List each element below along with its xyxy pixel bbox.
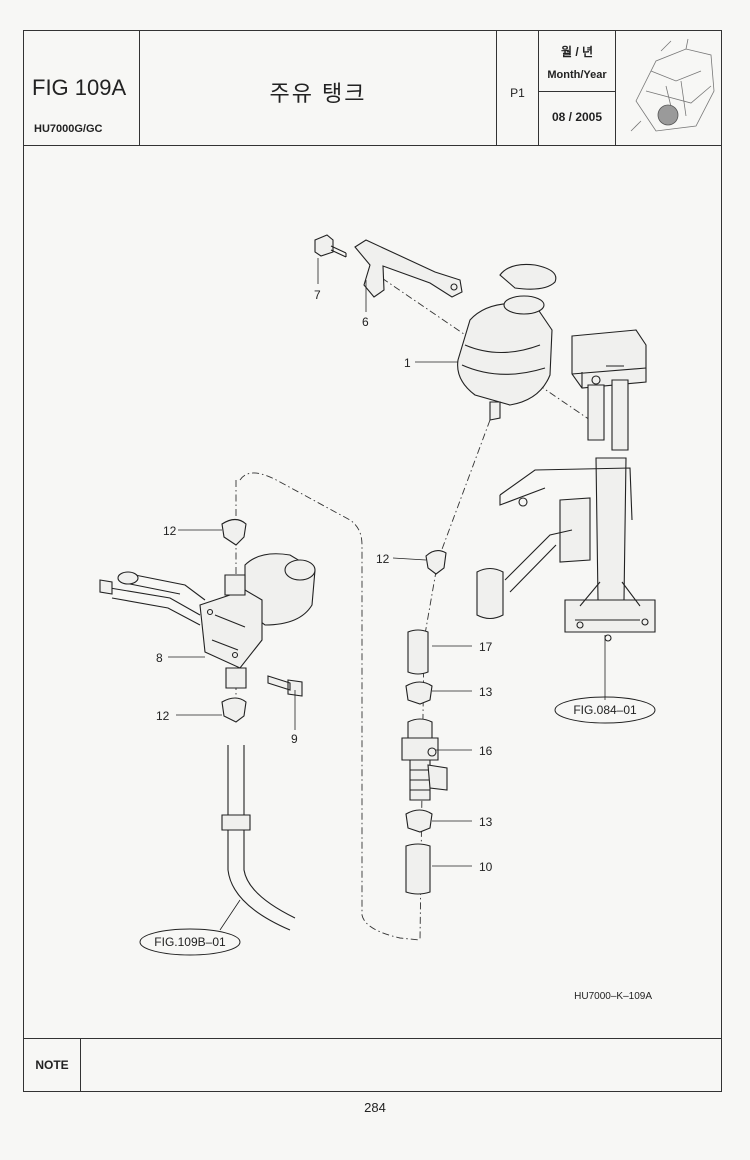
model-name: HU7000G/GC bbox=[34, 123, 103, 135]
fuel-hose-lower bbox=[227, 745, 296, 931]
callout-6: 6 bbox=[362, 315, 369, 329]
frame-stand bbox=[476, 329, 656, 642]
page-code: P1 bbox=[510, 86, 525, 100]
callout-17: 17 bbox=[479, 640, 493, 654]
callout-7: 7 bbox=[314, 288, 321, 302]
callout-12-b: 12 bbox=[376, 552, 390, 566]
callout-12-a: 12 bbox=[163, 524, 177, 538]
callout-8: 8 bbox=[156, 651, 163, 665]
reference-fig084-label: FIG.084–01 bbox=[573, 703, 637, 717]
bolt-7 bbox=[314, 234, 347, 258]
callout-12-c: 12 bbox=[156, 709, 170, 723]
page-number: 284 bbox=[364, 1100, 386, 1115]
bolt-9 bbox=[267, 675, 303, 697]
note-row: NOTE bbox=[24, 1038, 721, 1091]
title-block: FIG 109A HU7000G/GC 주유 탱크 P1 월 / 년 Month… bbox=[24, 31, 721, 146]
callout-13-b: 13 bbox=[479, 815, 493, 829]
month-year-value: 08 / 2005 bbox=[551, 110, 603, 124]
hose-clamp-12-a bbox=[221, 518, 247, 546]
fuel-cock-16 bbox=[401, 718, 448, 801]
month-year-divider bbox=[539, 91, 615, 92]
tank-bracket bbox=[354, 239, 463, 298]
reference-fig084[interactable]: FIG.084–01 bbox=[554, 696, 656, 724]
callout-9: 9 bbox=[291, 732, 298, 746]
callout-1: 1 bbox=[404, 356, 411, 370]
hose-17 bbox=[407, 629, 429, 675]
drawing-code: HU7000–K–109A bbox=[574, 991, 652, 1002]
callout-13-a: 13 bbox=[479, 685, 493, 699]
callout-10: 10 bbox=[479, 860, 493, 874]
page-code-cell: P1 bbox=[497, 31, 539, 145]
reference-fig109b-label: FIG.109B–01 bbox=[154, 935, 226, 949]
hose-clamp-12-b bbox=[425, 550, 447, 575]
hose-clamp-13-b bbox=[405, 809, 433, 833]
title-cell: 주유 탱크 bbox=[140, 31, 497, 145]
locator-marker-icon bbox=[657, 104, 679, 126]
note-label: NOTE bbox=[24, 1039, 81, 1091]
hose-10 bbox=[405, 843, 431, 895]
month-year-cell: 월 / 년 Month/Year 08 / 2005 bbox=[539, 31, 616, 145]
page-title: 주유 탱크 bbox=[269, 81, 367, 106]
frame-bolt-icon bbox=[518, 497, 528, 507]
page-frame: FIG 109A HU7000G/GC 주유 탱크 P1 월 / 년 Month… bbox=[23, 30, 722, 1092]
fig-cell: FIG 109A HU7000G/GC bbox=[24, 31, 140, 145]
hose-clamp-13-a bbox=[405, 681, 433, 705]
hose-clamp-inline bbox=[221, 814, 251, 831]
leader-lines bbox=[168, 258, 606, 931]
hose-clamp-12-c bbox=[221, 697, 247, 723]
locator-thumbnail-cell bbox=[616, 31, 723, 145]
month-year-label-en: Month/Year bbox=[547, 69, 607, 81]
reference-fig109b[interactable]: FIG.109B–01 bbox=[139, 928, 241, 956]
figure-number: FIG 109A bbox=[32, 75, 127, 100]
bracket-hole-icon bbox=[450, 283, 458, 291]
fuel-tank bbox=[457, 263, 557, 421]
month-year-label-ko: 월 / 년 bbox=[560, 45, 594, 59]
machine-locator-thumbnail bbox=[630, 38, 715, 132]
routing-line-hose bbox=[239, 472, 421, 941]
callout-16: 16 bbox=[479, 744, 493, 758]
fuel-filter bbox=[99, 553, 316, 689]
